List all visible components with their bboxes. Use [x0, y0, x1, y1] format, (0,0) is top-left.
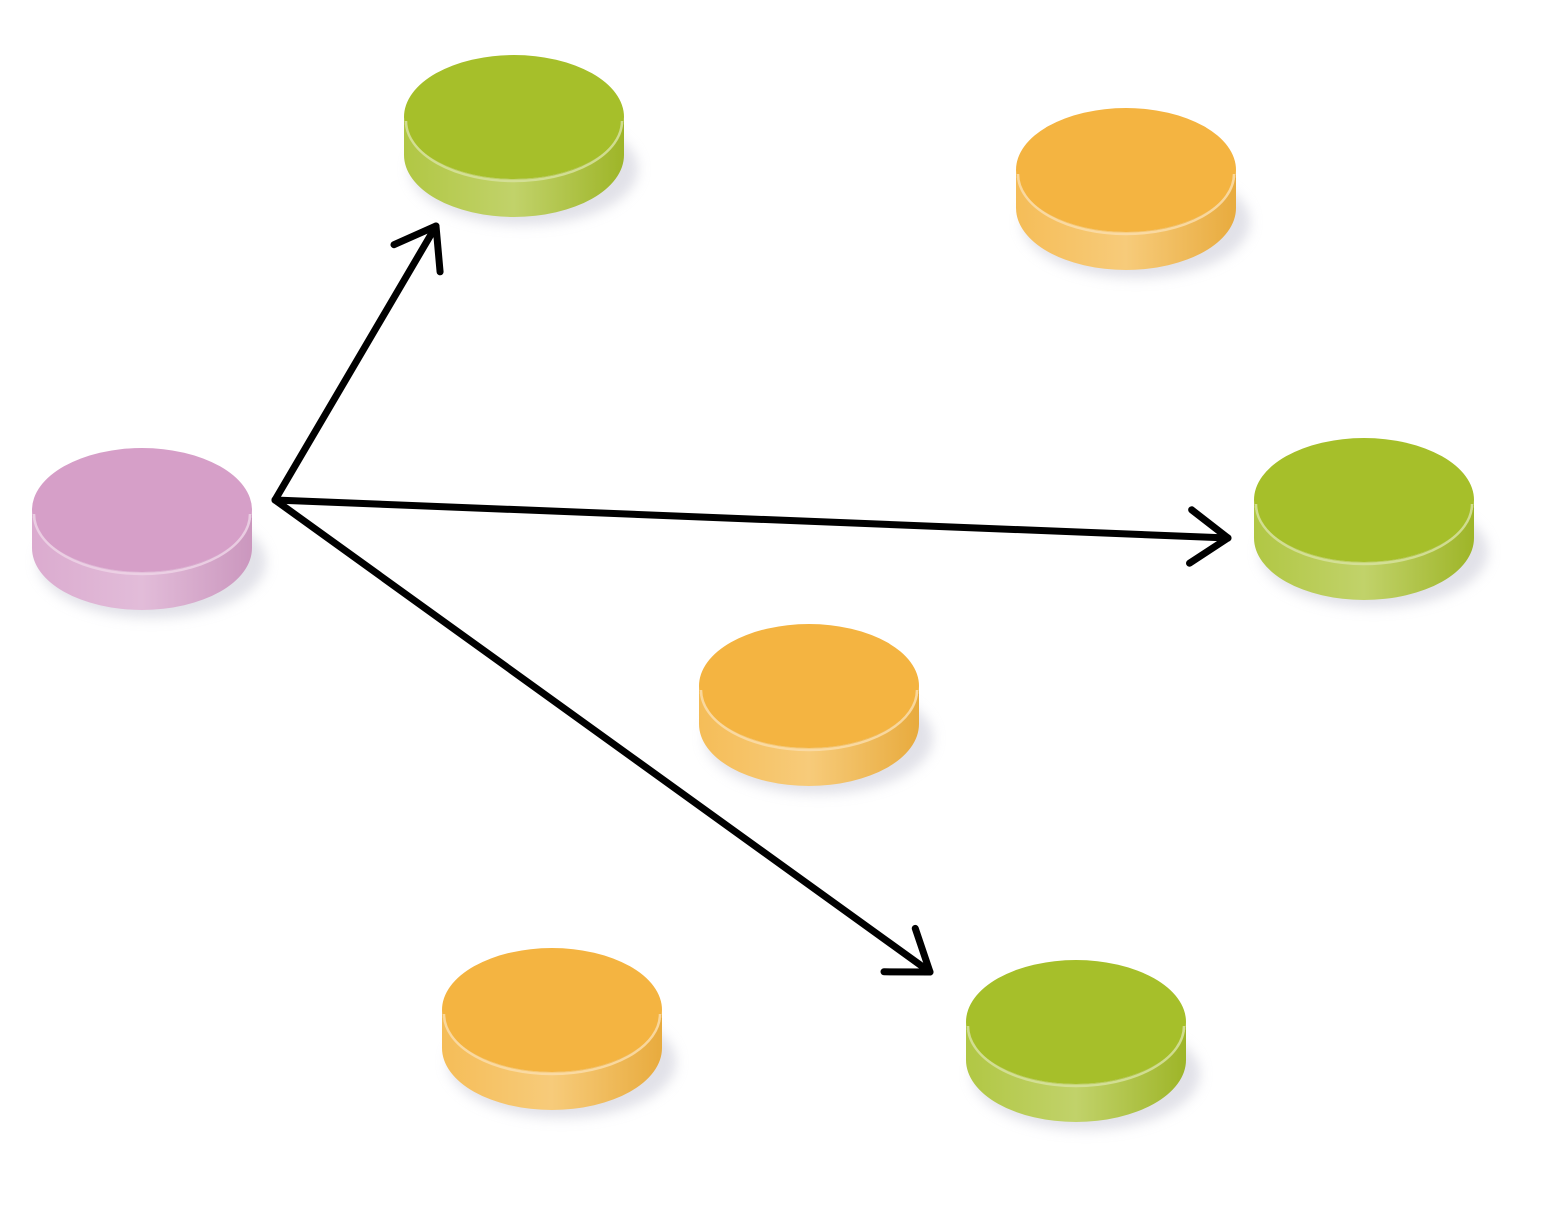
- node-disk-source: [32, 448, 266, 618]
- node-top: [32, 448, 252, 572]
- arrow-head: [390, 222, 444, 276]
- node-top: [699, 624, 919, 748]
- node-rim: [699, 689, 919, 752]
- arrow-head: [1186, 506, 1232, 567]
- node-side: [1016, 170, 1236, 270]
- node-rim: [1016, 173, 1236, 236]
- node-side: [404, 117, 624, 217]
- node-side: [966, 1022, 1186, 1122]
- node-disk-target-top: [404, 55, 638, 225]
- edges-layer: [271, 222, 1232, 976]
- node-disk-other-top-right: [1016, 108, 1250, 278]
- node-disk-other-center: [699, 624, 933, 794]
- node-side: [1254, 500, 1474, 600]
- node-rim: [442, 1013, 662, 1076]
- arrow-shaft: [271, 496, 1232, 542]
- arrow-to-target-bottom: [271, 496, 934, 976]
- node-top: [966, 960, 1186, 1084]
- node-disk-target-bottom: [966, 960, 1200, 1130]
- nodes-layer: [32, 55, 1488, 1130]
- node-disk-other-bottom-left: [442, 948, 676, 1118]
- node-rim: [404, 120, 624, 183]
- node-top: [1254, 438, 1474, 562]
- arrow-head: [880, 924, 934, 976]
- node-rim: [32, 513, 252, 576]
- arrow-shaft: [271, 496, 934, 976]
- node-side: [32, 510, 252, 610]
- node-disk-target-right: [1254, 438, 1488, 608]
- node-rim: [1254, 503, 1474, 566]
- node-rim: [966, 1025, 1186, 1088]
- arrow-shaft: [271, 222, 440, 504]
- arrow-to-target-top: [271, 222, 444, 504]
- node-top: [1016, 108, 1236, 232]
- node-side: [442, 1010, 662, 1110]
- node-side: [699, 686, 919, 786]
- arrow-to-target-right: [271, 496, 1232, 567]
- node-top: [442, 948, 662, 1072]
- node-top: [404, 55, 624, 179]
